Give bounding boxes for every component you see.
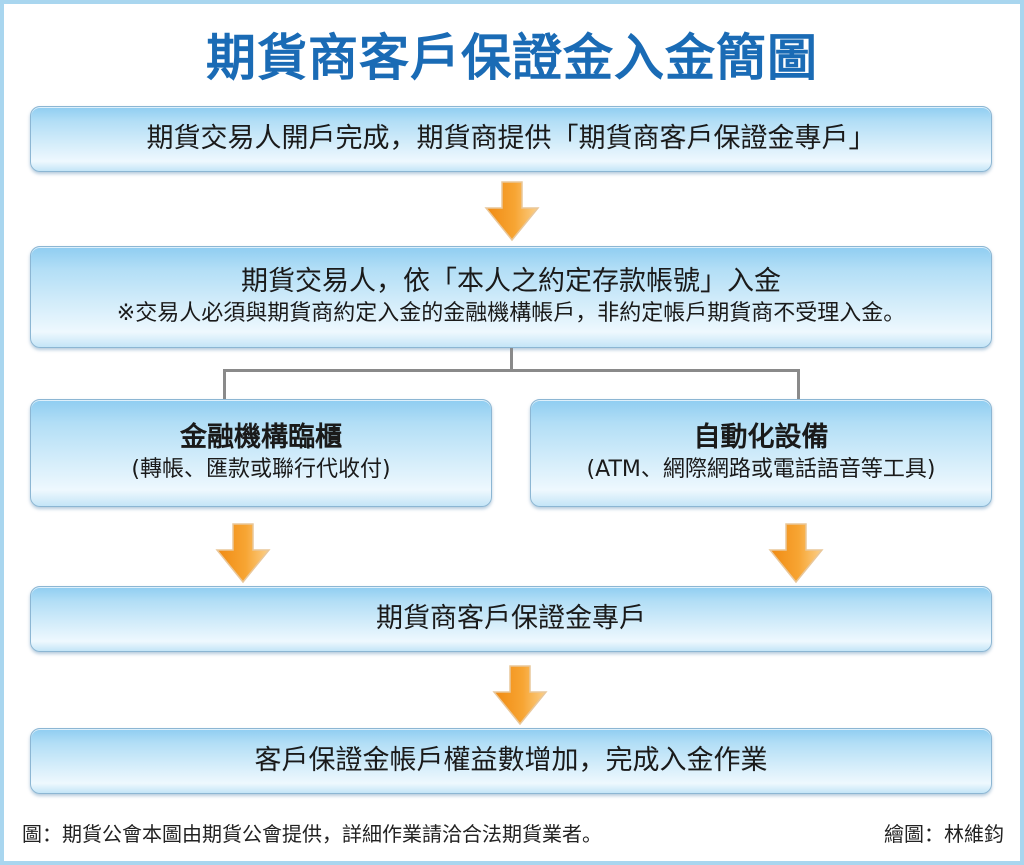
connector-horizontal <box>223 369 800 372</box>
branch-automated-equipment: 自動化設備 (ATM、網際網路或電話語音等工具) <box>530 399 992 507</box>
connector-vertical-center <box>510 348 513 370</box>
branch-automated-equipment-title: 自動化設備 <box>693 422 829 453</box>
step-account-opened: 期貨交易人開戶完成，期貨商提供「期貨商客戶保證金專戶」 <box>30 106 992 172</box>
diagram-title: 期貨商客戶保證金入金簡圖 <box>206 29 818 87</box>
step-account-opened-label: 期貨交易人開戶完成，期貨商提供「期貨商客戶保證金專戶」 <box>146 123 876 154</box>
step-deposit-complete-label: 客戶保證金帳戶權益數增加，完成入金作業 <box>254 745 768 776</box>
step-deposit-main-label: 期貨交易人，依「本人之約定存款帳號」入金 <box>241 266 781 297</box>
step-segregated-account-label: 期貨商客戶保證金專戶 <box>376 603 646 634</box>
connector-vertical-left <box>223 369 226 399</box>
source-note: 圖：期貨公會本圖由期貨公會提供，詳細作業請洽合法期貨業者。 <box>22 822 602 846</box>
branch-bank-counter-title: 金融機構臨櫃 <box>180 422 342 453</box>
step-deposit-from-agreed-account: 期貨交易人，依「本人之約定存款帳號」入金 ※交易人必須與期貨商約定入金的金融機構… <box>30 246 992 348</box>
step-deposit-note: ※交易人必須與期貨商約定入金的金融機構帳戶，非約定帳戶期貨商不受理入金。 <box>116 301 906 326</box>
connector-vertical-right <box>797 369 800 399</box>
down-arrow-icon <box>492 665 548 726</box>
branch-bank-counter: 金融機構臨櫃 (轉帳、匯款或聯行代收付) <box>30 399 492 507</box>
down-arrow-icon <box>768 523 824 584</box>
step-deposit-complete: 客戶保證金帳戶權益數增加，完成入金作業 <box>30 728 992 794</box>
down-arrow-icon <box>484 181 540 242</box>
down-arrow-icon <box>215 523 271 584</box>
illustrator-credit: 繪圖：林維鈞 <box>884 822 1004 846</box>
branch-bank-counter-detail: (轉帳、匯款或聯行代收付) <box>131 457 391 482</box>
branch-automated-equipment-detail: (ATM、網際網路或電話語音等工具) <box>586 457 936 482</box>
step-segregated-account: 期貨商客戶保證金專戶 <box>30 586 992 652</box>
